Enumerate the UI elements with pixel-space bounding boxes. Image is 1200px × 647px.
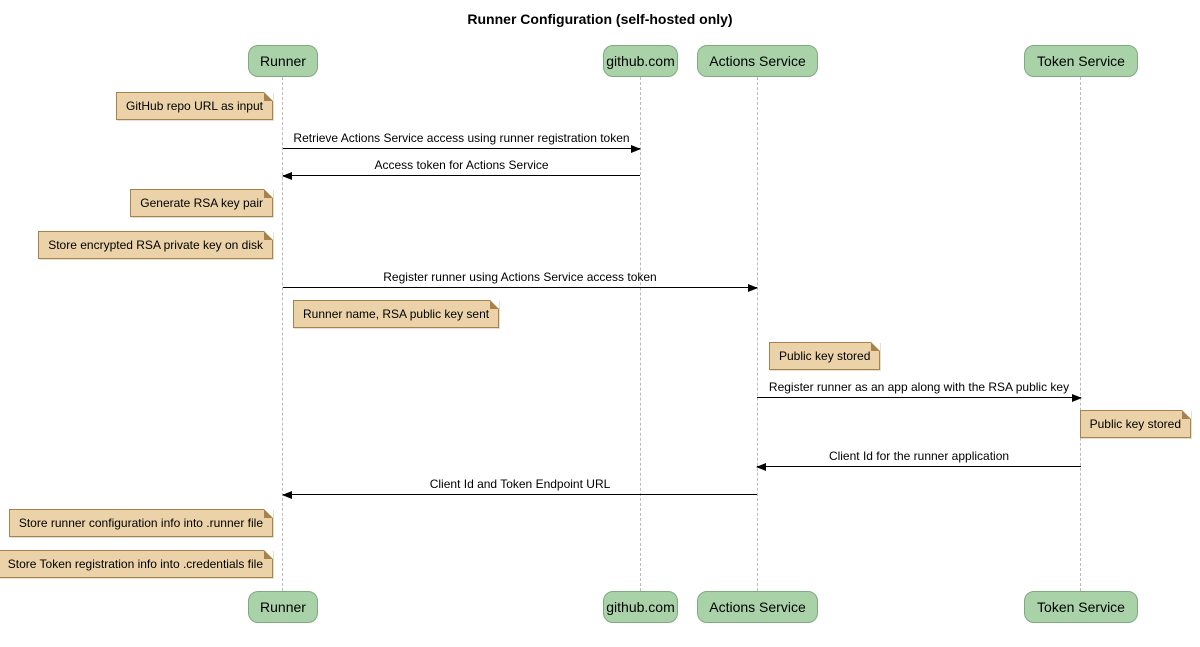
arrowhead-left-icon: [282, 491, 292, 499]
message-register-app: Register runner as an app along with the…: [757, 380, 1082, 402]
participant-token-service-top: Token Service: [1024, 45, 1138, 77]
note-store-credentials-file: Store Token registration info into .cred…: [0, 550, 274, 578]
diagram-title: Runner Configuration (self-hosted only): [467, 11, 733, 27]
lifeline-github: [640, 77, 641, 591]
message-client-id-endpoint: Client Id and Token Endpoint URL: [282, 477, 757, 499]
note-public-key-stored-token: Public key stored: [1079, 410, 1192, 438]
participant-actions-service-bottom: Actions Service: [697, 591, 818, 623]
participant-runner-top: Runner: [248, 45, 318, 77]
lifeline-runner: [282, 77, 283, 591]
message-access-token: Access token for Actions Service: [282, 158, 640, 180]
message-label: Register runner as an app along with the…: [768, 380, 1070, 394]
arrowhead-left-icon: [282, 172, 292, 180]
participant-github-top: github.com: [603, 45, 678, 77]
message-label: Register runner using Actions Service ac…: [383, 270, 657, 284]
arrowhead-left-icon: [756, 463, 766, 471]
note-store-private-key: Store encrypted RSA private key on disk: [38, 231, 273, 259]
note-runner-name-sent: Runner name, RSA public key sent: [293, 300, 500, 328]
participant-actions-service-top: Actions Service: [697, 45, 818, 77]
message-label: Access token for Actions Service: [374, 158, 549, 172]
message-label: Client Id and Token Endpoint URL: [429, 477, 611, 491]
note-generate-rsa: Generate RSA key pair: [130, 189, 273, 217]
lifeline-token-service: [1080, 77, 1081, 591]
message-client-id: Client Id for the runner application: [756, 449, 1081, 471]
participant-github-bottom: github.com: [603, 591, 678, 623]
note-public-key-stored-actions: Public key stored: [769, 342, 881, 370]
arrowhead-right-icon: [748, 284, 758, 292]
note-store-runner-file: Store runner configuration info into .ru…: [8, 509, 274, 537]
message-retrieve-actions-access: Retrieve Actions Service access using ru…: [283, 131, 641, 153]
message-register-runner: Register runner using Actions Service ac…: [283, 270, 758, 292]
message-label: Client Id for the runner application: [828, 449, 1010, 463]
participant-token-service-bottom: Token Service: [1024, 591, 1138, 623]
arrowhead-right-icon: [631, 145, 641, 153]
lifeline-actions-service: [757, 77, 758, 591]
arrowhead-right-icon: [1072, 394, 1082, 402]
note-repo-url: GitHub repo URL as input: [116, 92, 273, 120]
message-label: Retrieve Actions Service access using ru…: [293, 131, 630, 145]
participant-runner-bottom: Runner: [248, 591, 318, 623]
